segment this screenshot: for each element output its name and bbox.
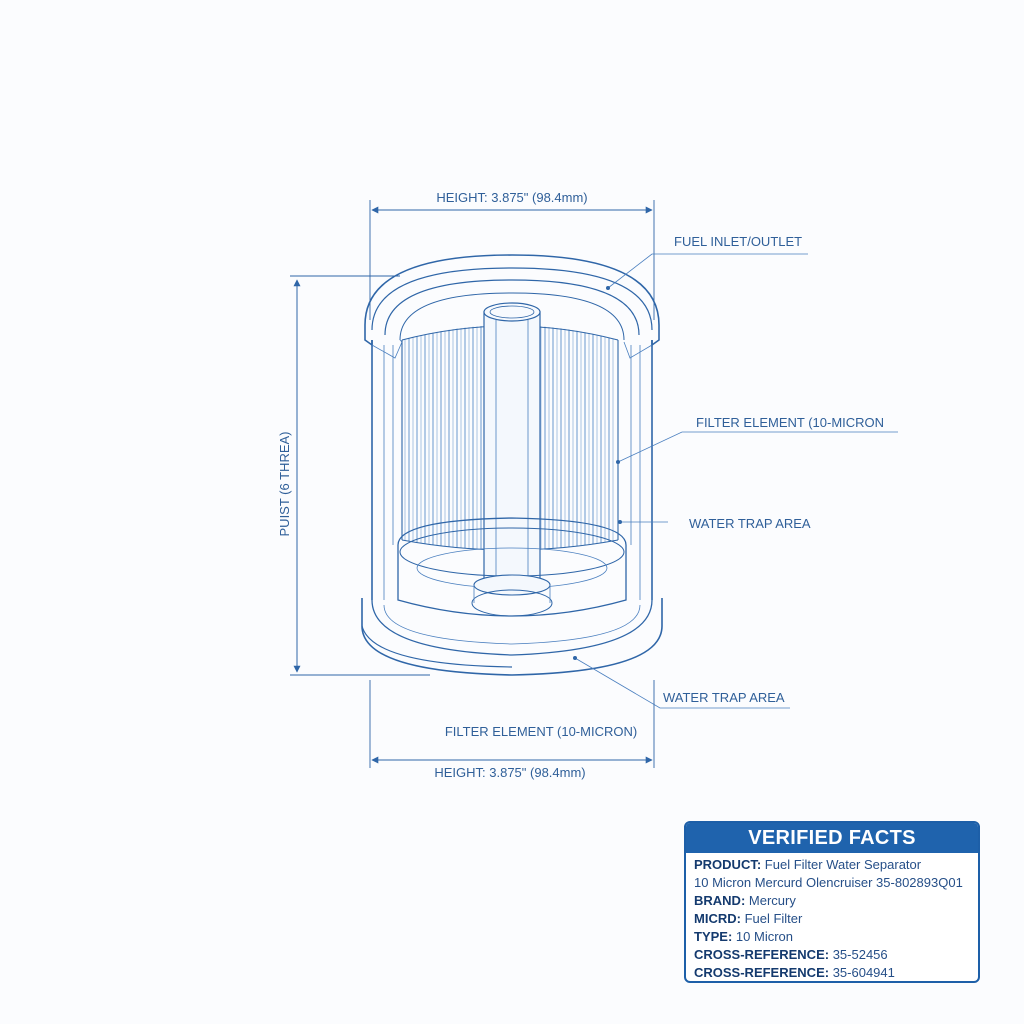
filter-element-label-right: FILTER ELEMENT (10-MICRON: [696, 415, 884, 430]
xref2-key: CROSS-REFERENCE:: [694, 965, 830, 980]
brand-key: BRAND:: [694, 893, 746, 908]
leader-lines: [573, 253, 898, 709]
facts-body: PRODUCT: Fuel Filter Water Separator 10 …: [686, 853, 978, 981]
xref1-key: CROSS-REFERENCE:: [694, 947, 830, 962]
facts-row-product-line2: 10 Micron Mercurd Olencruiser 35-802893Q…: [694, 874, 970, 892]
micro-value: Fuel Filter: [744, 911, 803, 926]
fuel-inlet-outlet-label: FUEL INLET/OUTLET: [674, 234, 802, 249]
side-dimension-label: PUIST (6 THREA): [277, 432, 292, 537]
filter-canister: [361, 254, 663, 676]
water-trap-label-mid: WATER TRAP AREA: [689, 516, 811, 531]
facts-row-type: TYPE: 10 Micron: [694, 928, 970, 946]
xref2-value: 35-604941: [832, 965, 895, 980]
bottom-height-dimension: HEIGHT: 3.875" (98.4mm): [369, 680, 655, 780]
facts-row-xref1: CROSS-REFERENCE: 35-52456: [694, 946, 970, 964]
product-value: Fuel Filter Water Separator: [764, 857, 922, 872]
type-key: TYPE:: [694, 929, 733, 944]
side-dimension: PUIST (6 THREA): [277, 275, 430, 676]
height-top-label: HEIGHT: 3.875" (98.4mm): [436, 190, 587, 205]
brand-value: Mercury: [748, 893, 796, 908]
facts-row-xref2: CROSS-REFERENCE: 35-604941: [694, 964, 970, 981]
water-trap-label-bottom: WATER TRAP AREA: [663, 690, 785, 705]
height-bottom-label: HEIGHT: 3.875" (98.4mm): [434, 765, 585, 780]
facts-title: VERIFIED FACTS: [686, 823, 978, 853]
type-value: 10 Micron: [735, 929, 793, 944]
filter-element-label-bottom: FILTER ELEMENT (10-MICRON): [445, 724, 637, 739]
facts-row-product: PRODUCT: Fuel Filter Water Separator: [694, 856, 970, 874]
product-line2: 10 Micron Mercurd Olencruiser 35-802893Q…: [694, 875, 963, 890]
verified-facts-panel: VERIFIED FACTS PRODUCT: Fuel Filter Wate…: [684, 821, 980, 983]
micro-key: MICRD:: [694, 911, 741, 926]
product-key: PRODUCT:: [694, 857, 762, 872]
facts-row-micro: MICRD: Fuel Filter: [694, 910, 970, 928]
xref1-value: 35-52456: [832, 947, 888, 962]
facts-row-brand: BRAND: Mercury: [694, 892, 970, 910]
